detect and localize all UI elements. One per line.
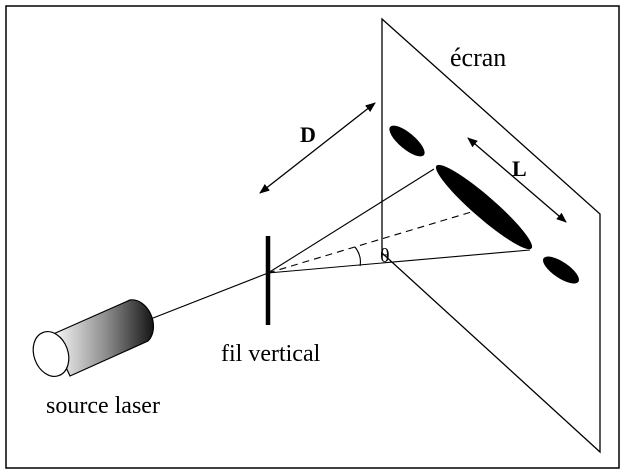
- fringe-width-label: L: [512, 156, 527, 181]
- fringe-width-arrow: [467, 137, 567, 223]
- optical-axis-dashed: [267, 209, 479, 274]
- source-label: source laser: [46, 393, 160, 419]
- laser-source-icon: [32, 299, 155, 377]
- angle-theta-arc: [354, 246, 361, 267]
- angle-label: θ: [380, 245, 390, 267]
- distance-arrow: [259, 102, 376, 194]
- lower-fringe: [543, 256, 579, 284]
- upper-fringe: [389, 125, 425, 157]
- distance-label: D: [300, 122, 316, 147]
- wire-label: fil vertical: [221, 341, 321, 367]
- laser-beam: [147, 272, 269, 321]
- ray-to-fringe-edge: [267, 249, 531, 274]
- screen-label: écran: [450, 43, 506, 72]
- ray-to-central-fringe: [267, 168, 435, 274]
